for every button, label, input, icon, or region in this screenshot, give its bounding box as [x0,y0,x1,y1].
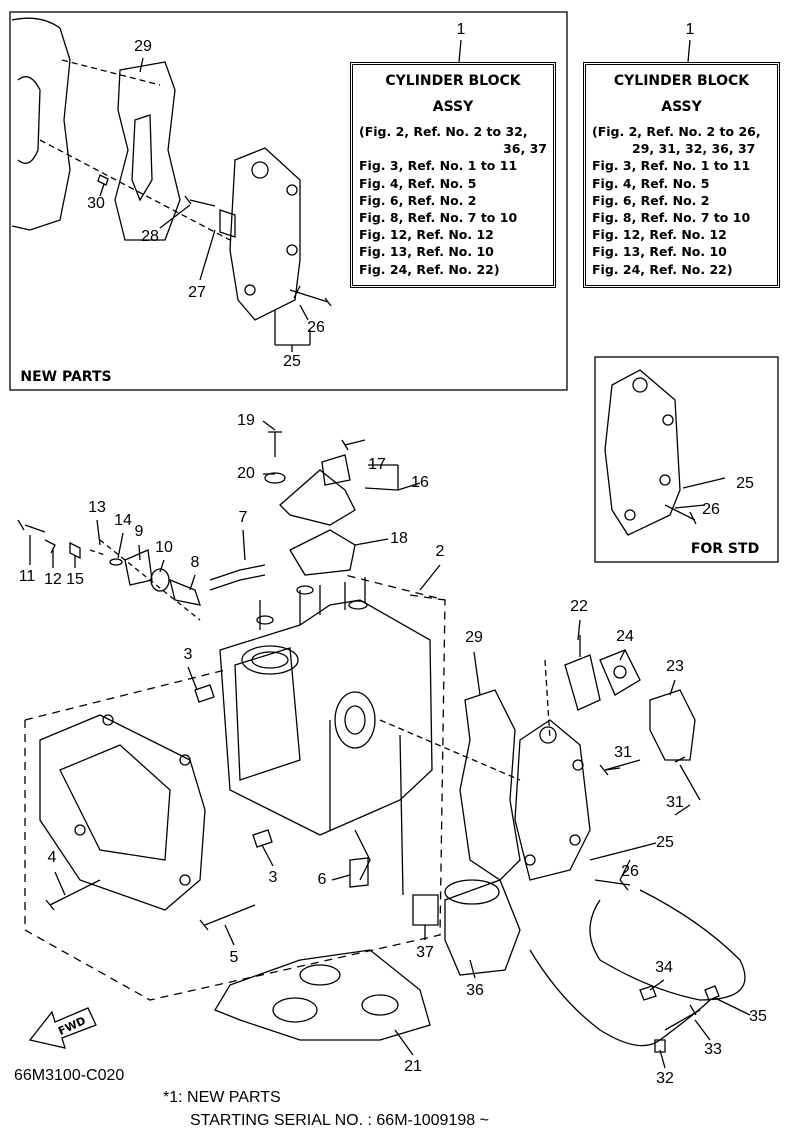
assy-line: Fig. 8, Ref. No. 7 to 10 [359,210,518,226]
callout-37: 37 [416,944,434,961]
callout-3: 3 [268,869,278,886]
footnote-serial: STARTING SERIAL NO. : 66M-1009198 ~ [190,1112,489,1129]
callout-31: 31 [614,744,632,761]
callout-29: 29 [465,629,483,646]
assy-info-box-new: CYLINDER BLOCK ASSY (Fig. 2, Ref. No. 2 … [350,62,556,288]
callout-2: 2 [435,543,445,560]
callout-28: 28 [141,228,159,245]
assy-line: Fig. 3, Ref. No. 1 to 11 [592,158,751,174]
main-artwork [17,420,751,1069]
callout-18: 18 [390,530,408,547]
assy-info-box-std: CYLINDER BLOCK ASSY (Fig. 2, Ref. No. 2 … [583,62,780,288]
new-parts-panel-frame [9,11,568,391]
callout-19: 19 [237,412,255,429]
assy-line: (Fig. 2, Ref. No. 2 to 26, [592,124,761,139]
for-std-label: FOR STD [690,541,760,557]
std-panel-frame [594,356,779,563]
assy-line: Fig. 12, Ref. No. 12 [592,227,727,243]
std-callout-26: 26 [702,501,720,518]
assy-line: Fig. 12, Ref. No. 12 [359,227,494,243]
callout-16: 16 [411,474,429,491]
diagram-code: 66M3100-C020 [14,1067,125,1084]
callout-26: 26 [307,319,325,336]
assy-line: 29, 31, 32, 36, 37 [632,141,756,157]
callout-7: 7 [238,509,248,526]
callout-17: 17 [368,456,386,473]
callout-34: 34 [655,959,673,976]
callout-10: 10 [155,539,173,556]
assy-line: Fig. 6, Ref. No. 2 [359,192,477,208]
callout-24: 24 [616,628,634,645]
std-callout-25: 25 [736,475,754,492]
footnote-new-parts: *1: NEW PARTS [163,1089,281,1106]
callout-8: 8 [190,554,200,571]
callout-11: 11 [18,568,36,585]
callout-30: 30 [87,195,105,212]
callout-14: 14 [114,512,132,529]
assy-line: (Fig. 2, Ref. No. 2 to 32, [359,124,528,139]
assy-line: Fig. 3, Ref. No. 1 to 11 [359,158,518,174]
assy-line: Fig. 13, Ref. No. 10 [359,244,494,260]
std-panel-artwork [604,369,726,536]
callout-23: 23 [666,658,684,675]
fwd-arrow-icon [28,1007,97,1049]
callout-32: 32 [656,1070,674,1087]
assy-title: CYLINDER BLOCK [613,73,750,89]
callout-9: 9 [134,523,144,540]
assy-subtitle: ASSY [432,99,474,115]
callout-25: 25 [283,353,301,370]
callout-5: 5 [229,949,239,966]
assy-line: Fig. 8, Ref. No. 7 to 10 [592,210,751,226]
callout-25: 25 [656,834,674,851]
callout-27: 27 [188,284,206,301]
callout-26: 26 [621,863,639,880]
callout-35: 35 [749,1008,767,1025]
callout-4: 4 [47,849,57,866]
callout-6: 6 [317,871,327,888]
callout-29: 29 [134,38,152,55]
callout-15: 15 [66,571,84,588]
callout-13: 13 [88,499,106,516]
assy-subtitle: ASSY [661,99,702,115]
callout-33: 33 [704,1041,722,1058]
callout-12: 12 [44,571,62,588]
new-parts-label: NEW PARTS [20,369,112,385]
callout-22: 22 [570,598,588,615]
callout-36: 36 [466,982,484,999]
callout-20: 20 [237,465,255,482]
callout-31: 31 [666,794,684,811]
assy-line: Fig. 13, Ref. No. 10 [592,244,727,260]
assy-line: 36, 37 [503,141,547,157]
assy-line: Fig. 4, Ref. No. 5 [592,175,710,191]
callout-21: 21 [404,1058,422,1075]
assy-ref-1-std: 1 [685,21,695,38]
new-parts-artwork [11,17,691,352]
assy-line: Fig. 4, Ref. No. 5 [359,175,477,191]
callout-3: 3 [183,646,193,663]
assy-ref-1: 1 [456,21,466,38]
assy-line: Fig. 24, Ref. No. 22) [359,261,500,277]
assy-title: CYLINDER BLOCK [385,73,521,89]
assy-line: Fig. 6, Ref. No. 2 [592,192,710,208]
assy-line: Fig. 24, Ref. No. 22) [592,261,733,277]
